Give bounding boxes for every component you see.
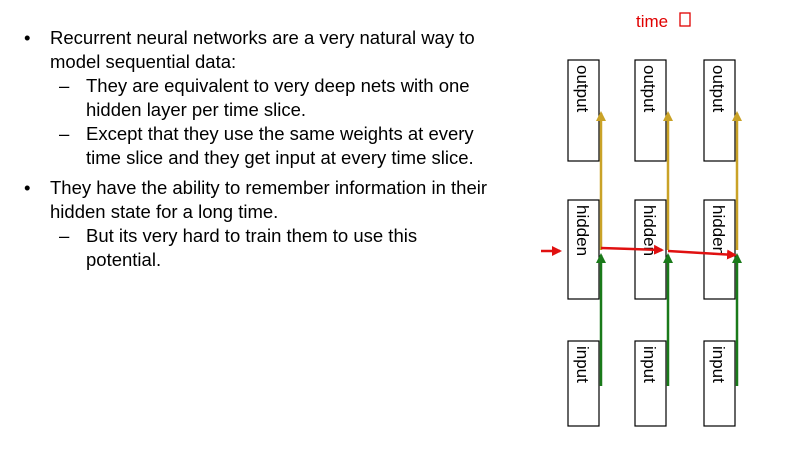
sub-item: – They are equivalent to very deep nets … (50, 74, 490, 122)
slide-text: • Recurrent neural networks are a very n… (20, 26, 490, 272)
input-label: input (640, 346, 659, 383)
arrow-right-icon (679, 12, 691, 27)
recurrent-arrow (667, 249, 737, 260)
sub-marker: – (59, 123, 70, 144)
output-label: output (640, 65, 659, 113)
arrows-layer (541, 111, 742, 386)
hidden-box (703, 199, 736, 300)
bullet-marker: • (24, 177, 31, 198)
recurrent-arrow (600, 244, 664, 255)
hidden-box (567, 199, 600, 300)
input-label: input (573, 346, 592, 383)
hidden-label: hidden (573, 205, 592, 256)
bullet-text: Recurrent neural networks are a very nat… (50, 27, 475, 72)
sub-item: – But its very hard to train them to use… (50, 224, 490, 272)
input-box (703, 340, 736, 427)
bullet-marker: • (24, 27, 31, 48)
time-label: time (636, 12, 668, 31)
bullet-item-1: • Recurrent neural networks are a very n… (20, 26, 490, 170)
input-label: input (709, 346, 728, 383)
output-label: output (709, 65, 728, 113)
sub-marker: – (59, 225, 70, 246)
bullet-item-2: • They have the ability to remember info… (20, 176, 490, 272)
input-box (567, 340, 600, 427)
input-box (634, 340, 667, 427)
hidden-label: hidden (640, 205, 659, 256)
output-box (703, 59, 736, 162)
sub-list: – But its very hard to train them to use… (50, 224, 490, 272)
sub-marker: – (59, 75, 70, 96)
sub-text: Except that they use the same weights at… (86, 123, 474, 168)
sub-list: – They are equivalent to very deep nets … (50, 74, 490, 170)
bullet-text: They have the ability to remember inform… (50, 177, 488, 222)
sub-item: – Except that they use the same weights … (50, 122, 490, 170)
hidden-label: hidden (709, 205, 728, 256)
output-label: output (573, 65, 592, 113)
bullet-list: • Recurrent neural networks are a very n… (20, 26, 490, 272)
sub-text: But its very hard to train them to use t… (86, 225, 418, 270)
sub-text: They are equivalent to very deep nets wi… (86, 75, 470, 120)
output-box (567, 59, 600, 162)
boxes-layer: output hidden input output hidden input output… (567, 59, 736, 427)
output-box (634, 59, 667, 162)
